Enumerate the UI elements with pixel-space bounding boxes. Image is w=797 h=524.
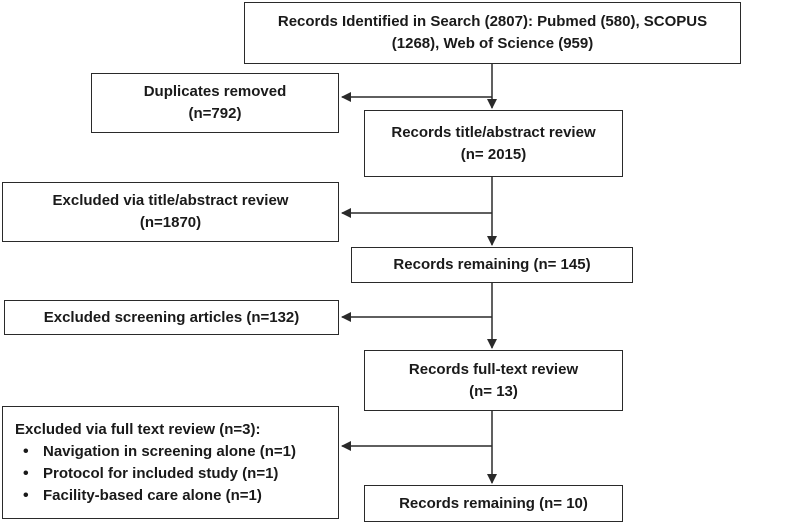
- excluded-title-abstract-label: Excluded via title/abstract review: [52, 192, 289, 209]
- title-abstract-review-box: Records title/abstract review (n= 2015): [364, 110, 623, 177]
- excluded-fulltext-box: Excluded via full text review (n=3): Nav…: [2, 406, 339, 519]
- excluded-title-abstract-count: (n=1870): [139, 214, 202, 231]
- records-remaining-final-box: Records remaining (n= 10): [364, 485, 623, 522]
- duplicates-removed-label: Duplicates removed: [143, 83, 287, 100]
- fulltext-review-label: Records full-text review: [408, 360, 579, 378]
- duplicates-removed-count: (n=792): [188, 105, 242, 122]
- records-remaining-final-label: Records remaining (n= 10): [399, 494, 588, 512]
- excluded-fulltext-header: Excluded via full text review (n=3):: [15, 420, 261, 438]
- title-abstract-review-label: Records title/abstract review: [391, 123, 596, 141]
- excluded-reason-item: Protocol for included study (n=1): [23, 463, 296, 485]
- excluded-screening-label: Excluded screening articles (n=132): [43, 308, 300, 326]
- records-identified-line2: (1268), Web of Science (959): [391, 35, 594, 52]
- title-abstract-review-count: (n= 2015): [460, 145, 527, 163]
- records-remaining-145-label: Records remaining (n= 145): [393, 256, 591, 273]
- records-identified-box: Records Identified in Search (2807): Pub…: [244, 2, 741, 64]
- records-identified-line1: Records Identified in Search (2807): Pub…: [277, 13, 708, 30]
- duplicates-removed-box: Duplicates removed (n=792): [91, 73, 339, 133]
- records-remaining-145-box: Records remaining (n= 145): [351, 247, 633, 283]
- fulltext-review-count: (n= 13): [469, 382, 518, 400]
- excluded-screening-box: Excluded screening articles (n=132): [4, 300, 339, 335]
- excluded-title-abstract-box: Excluded via title/abstract review (n=18…: [2, 182, 339, 242]
- excluded-reason-item: Facility-based care alone (n=1): [23, 485, 296, 507]
- fulltext-review-box: Records full-text review (n= 13): [364, 350, 623, 411]
- excluded-reason-item: Navigation in screening alone (n=1): [23, 441, 296, 463]
- excluded-fulltext-reasons: Navigation in screening alone (n=1) Prot…: [15, 441, 296, 507]
